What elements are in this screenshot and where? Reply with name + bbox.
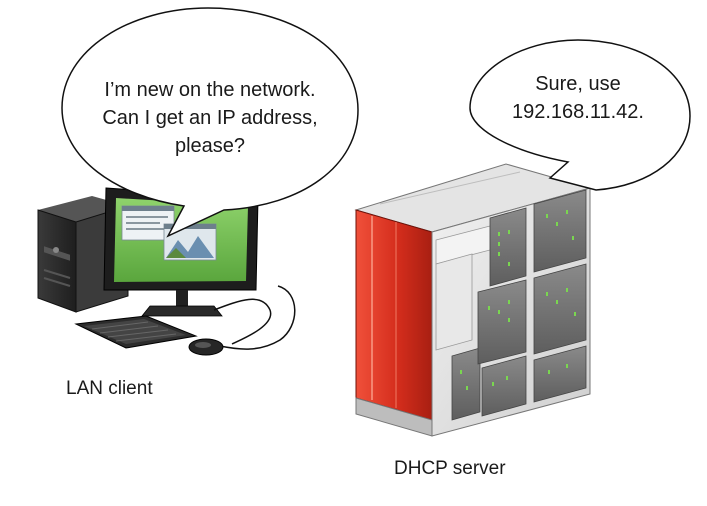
server-speech-bubble: Sure, use 192.168.11.42. [469, 39, 691, 191]
server-side-panel [355, 209, 433, 421]
power-button-icon [53, 247, 59, 253]
server-bubble-line-2: 192.168.11.42. [512, 101, 644, 123]
monitor-stand [141, 305, 223, 317]
lan-client-label: LAN client [66, 378, 153, 399]
mouse-cable [219, 285, 296, 350]
pc-monitor [103, 187, 259, 317]
dhcp-server-rack [354, 163, 592, 437]
server-bay-middle [477, 207, 527, 417]
lan-client-computer [37, 187, 296, 356]
client-bubble-line-3: please? [175, 135, 245, 157]
keyboard [74, 315, 198, 349]
monitor-cable [213, 298, 272, 345]
server-bay-left [435, 225, 491, 421]
drive-bay [44, 246, 70, 261]
dhcp-server-label: DHCP server [394, 458, 506, 479]
client-bubble-line-1: I’m new on the network. [104, 79, 315, 101]
server-bubble-line-1: Sure, use [535, 73, 621, 95]
server-bay-right [533, 189, 587, 403]
status-led-icon [460, 210, 576, 390]
client-bubble-line-2: Can I get an IP address, [102, 107, 317, 129]
drive-bay-small [451, 347, 481, 421]
client-speech-bubble: I’m new on the network. Can I get an IP … [61, 7, 359, 238]
